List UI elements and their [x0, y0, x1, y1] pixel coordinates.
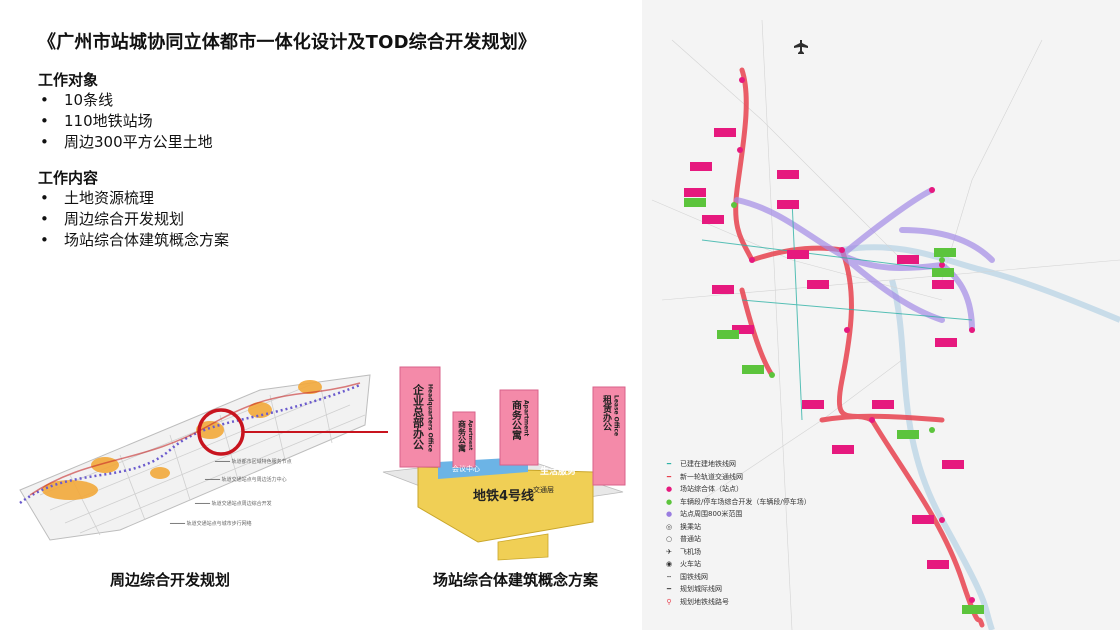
teal-line-icon: ━ [666, 460, 672, 468]
list-item: 土地资源梳理 [38, 188, 229, 209]
svg-text:━━━━━ 轨道交通站点与城市步行网络: ━━━━━ 轨道交通站点与城市步行网络 [169, 520, 252, 527]
work-content-heading: 工作内容 [38, 169, 99, 187]
interchange-icon: ◎ [665, 522, 673, 531]
pink-dot-icon: ● [665, 485, 673, 493]
metro-line-4-label: 地铁4号线 [473, 488, 534, 504]
district-plan-illustration: ━━━━━ 轨道都市区域特色服务节点 ━━━━━ 轨道交通站点与周边活力中心 ━… [19, 374, 388, 541]
work-content-list: 土地资源梳理 周边综合开发规划 场站综合体建筑概念方案 [38, 188, 229, 251]
legend-item: ●场站综合体（站点） [662, 483, 811, 496]
list-item: 10条线 [38, 90, 213, 111]
legend-item: ●站点周围800米范围 [662, 508, 811, 521]
meeting-center-label: 会议中心 [452, 464, 480, 473]
hq-label: 企业总部办公 [412, 383, 426, 451]
station-icon: ○ [665, 535, 673, 543]
legend-item: ○普通站 [662, 533, 811, 546]
work-content-section: 工作内容 土地资源梳理 周边综合开发规划 场站综合体建筑概念方案 [38, 168, 229, 251]
work-objects-list: 10条线 110地铁站场 周边300平方公里土地 [38, 90, 213, 153]
legend-item: ━新一轮轨道交通线网 [662, 471, 811, 484]
lease-office-en-label: Lease Office [613, 395, 620, 436]
map-legend: ━已建在建地铁线网 ━新一轮轨道交通线网 ●场站综合体（站点） ●车辆段/停车场… [662, 458, 811, 608]
legend-item: ━规划城际线网 [662, 583, 811, 596]
svg-text:━━━━━ 轨道交通站点与周边活力中心: ━━━━━ 轨道交通站点与周边活力中心 [204, 476, 287, 483]
airport-icon: ✈ [666, 547, 672, 556]
intercity-icon: ━ [666, 585, 672, 593]
svg-text:━━━━━ 轨道交通站点周边综合开发: ━━━━━ 轨道交通站点周边综合开发 [194, 500, 272, 507]
legend-item: ⚲规划地铁线路号 [662, 596, 811, 609]
lease-office-label: 租赁办公 [601, 394, 613, 432]
legend-item: ━已建在建地铁线网 [662, 458, 811, 471]
train-icon: ◉ [665, 560, 673, 568]
list-item: 周边300平方公里土地 [38, 132, 213, 153]
business-apartment-en-label: Apartment [523, 400, 530, 436]
legend-item: ◎换乘站 [662, 521, 811, 534]
work-objects-heading: 工作对象 [38, 71, 99, 89]
legend-item: ◉火车站 [662, 558, 811, 571]
work-objects-section: 工作对象 10条线 110地铁站场 周边300平方公里土地 [38, 70, 213, 153]
station-complex-illustration: 企业总部办公 Headquarters Office 商务公寓 Apartmen… [382, 366, 626, 561]
purple-circle-icon: ● [665, 510, 673, 518]
red-line-icon: ━ [666, 472, 672, 481]
legend-item: ●车辆段/停车场综合开发（车辆段/停车场） [662, 496, 811, 509]
national-rail-icon: ╍ [666, 572, 672, 581]
legend-item: ✈飞机场 [662, 546, 811, 559]
metro-network-map [642, 0, 1120, 630]
list-item: 周边综合开发规划 [38, 209, 229, 230]
apartment-en-label: Apartment [467, 420, 473, 451]
hq-en-label: Headquarters Office [427, 384, 434, 452]
caption-station-complex: 场站综合体建筑概念方案 [433, 571, 599, 589]
green-dot-icon: ● [665, 497, 673, 506]
list-item: 110地铁站场 [38, 111, 213, 132]
caption-district-plan: 周边综合开发规划 [110, 571, 231, 589]
legend-item: ╍国铁线网 [662, 571, 811, 584]
list-item: 场站综合体建筑概念方案 [38, 230, 229, 251]
svg-text:━━━━━ 轨道都市区域特色服务节点: ━━━━━ 轨道都市区域特色服务节点 [214, 458, 292, 465]
business-apartment-label: 商务公寓 [510, 399, 522, 441]
metro-number-icon: ⚲ [666, 597, 672, 606]
page-title: 《广州市站城协同立体都市一体化设计及TOD综合开发规划》 [38, 32, 537, 53]
apartment-label: 商务公寓 [457, 419, 467, 453]
transit-layer-label: 交通层 [533, 485, 554, 494]
service-label: 生活服务 [540, 465, 577, 477]
